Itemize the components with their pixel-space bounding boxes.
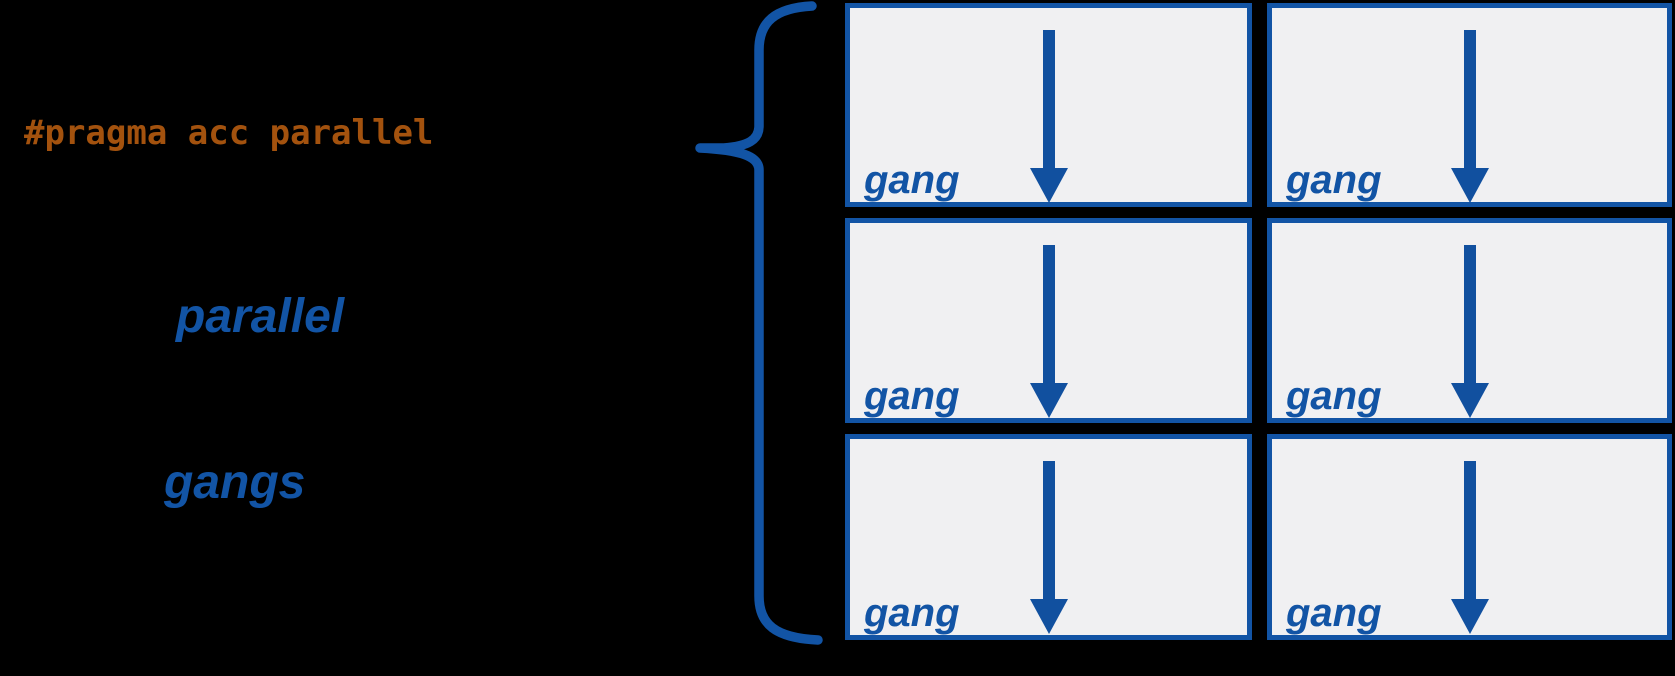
down-arrow-icon bbox=[1450, 245, 1489, 418]
down-arrow-icon bbox=[1029, 245, 1068, 418]
gang-box-label: gang bbox=[1286, 591, 1382, 636]
gang-box-label: gang bbox=[864, 374, 960, 419]
gang-box: gang bbox=[845, 3, 1252, 207]
gang-box-label: gang bbox=[864, 158, 960, 203]
gang-box: gang bbox=[845, 218, 1252, 423]
gang-box: gang bbox=[845, 434, 1252, 640]
parallel-label: parallel bbox=[176, 290, 345, 343]
gang-box: gang bbox=[1267, 218, 1672, 423]
gang-box: gang bbox=[1267, 434, 1672, 640]
gang-box-label: gang bbox=[864, 591, 960, 636]
gang-grid: gang gang gang gang gang bbox=[845, 3, 1672, 640]
left-curly-brace-icon bbox=[695, 1, 823, 645]
down-arrow-icon bbox=[1450, 461, 1489, 634]
gangs-label: gangs bbox=[164, 456, 306, 509]
down-arrow-icon bbox=[1029, 30, 1068, 203]
down-arrow-icon bbox=[1029, 461, 1068, 634]
pragma-code-text: #pragma acc parallel bbox=[24, 113, 434, 153]
gang-box-label: gang bbox=[1286, 158, 1382, 203]
gang-box: gang bbox=[1267, 3, 1672, 207]
down-arrow-icon bbox=[1450, 30, 1489, 203]
gang-box-label: gang bbox=[1286, 374, 1382, 419]
